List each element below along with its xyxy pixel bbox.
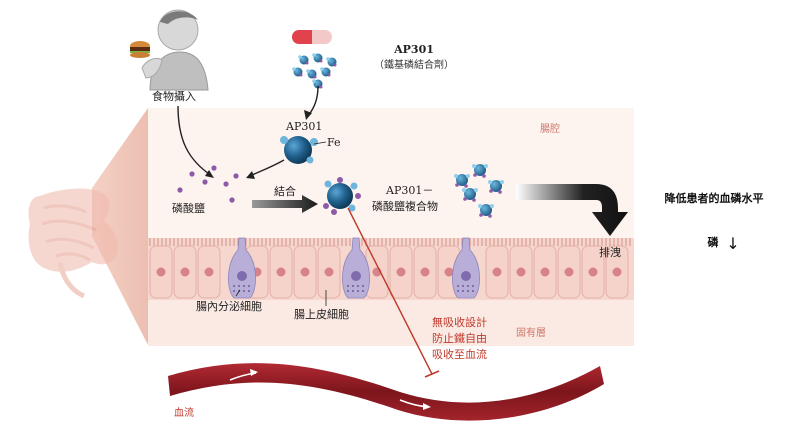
cell-nucleus bbox=[420, 267, 430, 277]
drug-arrow-head bbox=[304, 110, 312, 120]
lumen-label: 腸腔 bbox=[540, 122, 560, 135]
bound-complex-particle bbox=[323, 177, 361, 215]
epithelial-cell-label: 腸上皮細胞 bbox=[294, 308, 349, 321]
cell-nucleus bbox=[324, 267, 334, 277]
cell-nucleus bbox=[516, 267, 526, 277]
no-absorption-line bbox=[347, 207, 433, 375]
no-absorption-line3: 吸收至血流 bbox=[432, 347, 487, 361]
inhibition-bar bbox=[424, 370, 440, 378]
complex-particle bbox=[490, 180, 502, 192]
blood-vessel bbox=[168, 363, 604, 421]
no-absorption-line1: 無吸收設計 bbox=[432, 315, 487, 329]
fe-label: Fe bbox=[327, 136, 341, 149]
phosphate-label: 磷酸鹽 bbox=[172, 201, 205, 215]
cell-nucleus bbox=[156, 267, 166, 277]
decrease-arrow-icon: ↓ bbox=[726, 234, 739, 253]
enteroendocrine-cell bbox=[228, 237, 256, 299]
cell-nucleus bbox=[588, 267, 598, 277]
complex-particle bbox=[480, 204, 492, 216]
cell-nucleus bbox=[180, 267, 190, 277]
drug-subtitle: （鐵基磷結合劑） bbox=[374, 58, 454, 71]
no-absorption-line2: 防止鐵自由 bbox=[432, 331, 487, 345]
excretion-label: 排洩 bbox=[599, 245, 621, 259]
lamina-propria-label: 固有層 bbox=[516, 326, 546, 339]
ap301-particle bbox=[280, 136, 318, 164]
cell-nucleus bbox=[396, 267, 406, 277]
burger-icon bbox=[130, 41, 150, 58]
binding-label: 結合 bbox=[274, 184, 296, 198]
food-arrow bbox=[177, 105, 213, 177]
complex-label-line2: 磷酸鹽複合物 bbox=[372, 199, 438, 213]
enteroendocrine-cell bbox=[342, 237, 370, 299]
epithelium-layer bbox=[148, 237, 634, 300]
phosphorus-label: 磷 bbox=[708, 235, 720, 249]
outcome-title: 降低患者的血磷水平 bbox=[665, 191, 764, 205]
binding-arrow bbox=[252, 195, 318, 213]
ap301-granules bbox=[292, 53, 337, 89]
cell-nucleus bbox=[492, 267, 502, 277]
lumen-upper bbox=[148, 108, 634, 238]
pill-icon bbox=[292, 30, 332, 44]
drug-name: AP301 bbox=[393, 43, 434, 56]
complex-cluster bbox=[454, 164, 504, 218]
bloodstream-label: 血流 bbox=[174, 406, 194, 419]
ap301-particle-label: AP301 bbox=[285, 120, 322, 133]
cell-nucleus bbox=[564, 267, 574, 277]
excretion-arrow bbox=[516, 184, 628, 236]
cell-nucleus bbox=[444, 267, 454, 277]
enteroendocrine-cell bbox=[452, 237, 480, 299]
cell-nucleus bbox=[612, 267, 622, 277]
food-intake-label: 食物攝入 bbox=[152, 89, 196, 103]
intestine-illustration bbox=[28, 188, 118, 299]
fe-leader bbox=[313, 141, 327, 145]
endocrine-leader bbox=[235, 289, 241, 297]
phosphate-dots bbox=[177, 165, 239, 203]
enteroendocrine-cell-label: 腸內分泌細胞 bbox=[196, 300, 262, 313]
cell-nucleus bbox=[540, 267, 550, 277]
complex-particle bbox=[474, 164, 486, 176]
lamina-propria-area bbox=[148, 300, 634, 346]
cell-nucleus bbox=[204, 267, 214, 277]
person-eating-illustration bbox=[141, 9, 209, 91]
cell-nucleus bbox=[300, 267, 310, 277]
zoom-wedge bbox=[92, 108, 148, 345]
particle-arrow-head bbox=[246, 171, 255, 179]
cell-nucleus bbox=[276, 267, 286, 277]
complex-particle bbox=[456, 174, 468, 186]
complex-label-line1: AP301－ bbox=[385, 184, 433, 197]
food-arrow-head bbox=[205, 170, 214, 178]
complex-particle bbox=[464, 188, 476, 200]
